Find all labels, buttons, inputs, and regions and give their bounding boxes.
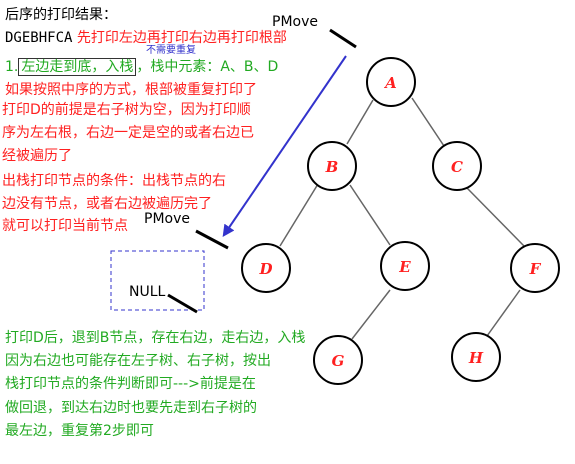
tree-node-label-a: A — [383, 74, 397, 92]
tree-node-h — [451, 332, 501, 382]
tree-node-label-g: G — [332, 352, 345, 370]
result-title: 后序的打印结果： — [5, 7, 117, 23]
tree-node-label-h: H — [468, 349, 484, 367]
explanation-red-line-3: 序为左右根，右边一定是空的或者右边已 — [2, 125, 254, 141]
result-sequence-note: 先打印左边再打印右边再打印根部 — [76, 30, 287, 46]
explanation-green-line-1: 打印D后，退到B节点，存在右边，走右边，入栈 — [5, 330, 306, 346]
pmove-pointer-mid — [195, 229, 229, 250]
edge-b-e — [349, 184, 391, 246]
explanation-green-line-4: 做回退，到达右边时也要先走到右子树的 — [5, 400, 257, 416]
step1-stack: ，栈中元素：A、B、D — [136, 59, 279, 75]
edge-b-d — [279, 183, 319, 247]
tree-node-g — [313, 335, 363, 385]
condition-red-line-3: 就可以打印当前节点 — [2, 218, 128, 234]
tree-node-label-b: B — [325, 158, 339, 176]
traversal-arrow — [222, 55, 347, 237]
tree-node-a — [366, 57, 416, 107]
result-sequence: DGEBHFCA — [5, 30, 73, 46]
tree-node-label-f: F — [529, 260, 542, 278]
edge-f-h — [486, 289, 521, 337]
step1-action: 左边走到底，入栈 — [18, 58, 137, 76]
condition-red-line-1: 出栈打印节点的条件：出栈节点的右 — [2, 173, 226, 189]
explanation-green-line-3: 栈打印节点的条件判断即可--->前提是在 — [5, 376, 256, 392]
pmove-label-top: PMove — [272, 14, 318, 30]
pmove-pointer-top — [329, 28, 357, 49]
explanation-red-line-2: 打印D的前提是右子树为空，因为打印顺 — [2, 102, 251, 118]
tree-node-e — [380, 241, 430, 291]
result-line: DGEBHFCA 先打印左边再打印右边再打印根部 — [5, 28, 287, 48]
step1-note: 不需要重复 — [146, 45, 196, 56]
tree-node-label-e: E — [398, 258, 411, 276]
explanation-red-line-1: 如果按照中序的方式，根部被重复打印了 — [5, 82, 257, 98]
null-pointer-mark — [167, 293, 198, 314]
edge-a-b — [346, 99, 374, 145]
step1-line: 1.左边走到底，入栈，栈中元素：A、B、D — [5, 57, 278, 77]
explanation-red-line-4: 经被遍历了 — [2, 148, 72, 164]
edge-e-g — [351, 289, 391, 340]
null-box — [110, 250, 205, 311]
tree-node-label-d: D — [258, 260, 272, 278]
explanation-green-line-5: 最左边，重复第2步即可 — [5, 423, 154, 439]
pmove-label-mid: PMove — [144, 211, 190, 227]
tree-node-label-c: C — [451, 158, 463, 176]
explanation-green-line-2: 因为右边也可能存在左子树、右子树，按出 — [5, 353, 271, 369]
step1-number: 1. — [5, 59, 19, 75]
tree-node-b — [307, 141, 357, 191]
edge-a-c — [411, 97, 445, 147]
null-label: NULL — [129, 284, 166, 300]
tree-node-d — [241, 243, 291, 293]
edge-c-f — [466, 187, 525, 247]
tree-node-c — [432, 141, 482, 191]
tree-node-f — [510, 243, 560, 293]
condition-red-line-2: 边没有节点，或者右边被遍历完了 — [2, 196, 212, 212]
